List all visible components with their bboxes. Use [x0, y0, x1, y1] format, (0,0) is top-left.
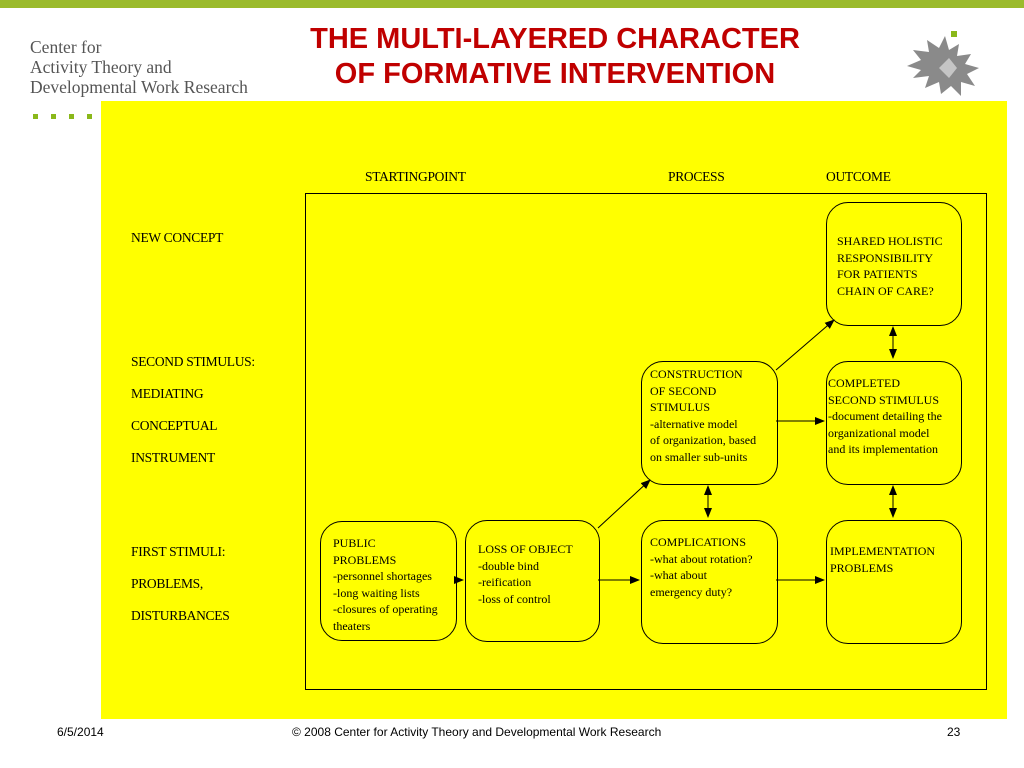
- box-implementation-problems: [826, 520, 962, 644]
- logo-dots: [33, 106, 105, 124]
- logo-line: Activity Theory and: [30, 57, 172, 77]
- row-label-second-stimulus: SECOND STIMULUS:: [131, 354, 255, 369]
- row-label-first-stimuli: PROBLEMS,: [131, 576, 203, 591]
- row-label-second-stimulus: INSTRUMENT: [131, 450, 215, 465]
- box-complications: [641, 520, 778, 644]
- box-text-completed: COMPLETED SECOND STIMULUS -document deta…: [828, 376, 942, 456]
- arrow-loss-to-construction: [597, 479, 651, 529]
- title-line: OF FORMATIVE INTERVENTION: [334, 58, 776, 90]
- row-label-new-concept: NEW CONCEPT: [131, 230, 224, 245]
- box-text-public-problems: PUBLIC PROBLEMS -personnel shortages -lo…: [333, 536, 438, 633]
- footer-copyright: © 2008 Center for Activity Theory and De…: [292, 725, 662, 739]
- row-label-second-stimulus: MEDIATING: [131, 386, 204, 401]
- logo-line: Developmental Work Research: [30, 77, 248, 97]
- box-text-complications: COMPLICATIONS -what about rotation? -wha…: [650, 535, 753, 599]
- slide-title: THE MULTI-LAYERED CHARACTER OF FORMATIVE…: [230, 22, 880, 92]
- arrow-construction-to-shared: [775, 319, 835, 371]
- box-text-implementation-problems: IMPLEMENTATION PROBLEMS: [830, 544, 936, 575]
- box-shared-responsibility: [826, 202, 962, 326]
- row-label-first-stimuli: FIRST STIMULI:: [131, 544, 226, 559]
- title-line: THE MULTI-LAYERED CHARACTER: [310, 23, 800, 55]
- top-accent-bar: [0, 0, 1024, 8]
- box-text-construction: CONSTRUCTION OF SECOND STIMULUS -alterna…: [650, 367, 757, 464]
- row-label-second-stimulus: CONCEPTUAL: [131, 418, 218, 433]
- footer-date: 6/5/2014: [57, 725, 104, 739]
- box-text-loss-of-object: LOSS OF OBJECT -double bind -reification…: [478, 542, 573, 606]
- column-header-process: PROCESS: [668, 169, 725, 184]
- flame-logo-icon: [905, 28, 985, 105]
- org-logo-text: Center for Activity Theory and Developme…: [30, 37, 248, 97]
- box-completed-second-stimulus: [826, 361, 962, 485]
- box-construction-second-stimulus: [641, 361, 778, 485]
- column-header-outcome: OUTCOME: [826, 169, 891, 184]
- column-header-starting-point: STARTINGPOINT: [365, 169, 466, 184]
- box-loss-of-object: [465, 520, 600, 642]
- row-label-first-stimuli: DISTURBANCES: [131, 608, 230, 623]
- logo-line: Center for: [30, 37, 102, 57]
- diagram-frame: [305, 193, 987, 690]
- footer-page-number: 23: [947, 725, 961, 739]
- box-text-shared: SHARED HOLISTIC RESPONSIBILITY FOR PATIE…: [837, 234, 943, 298]
